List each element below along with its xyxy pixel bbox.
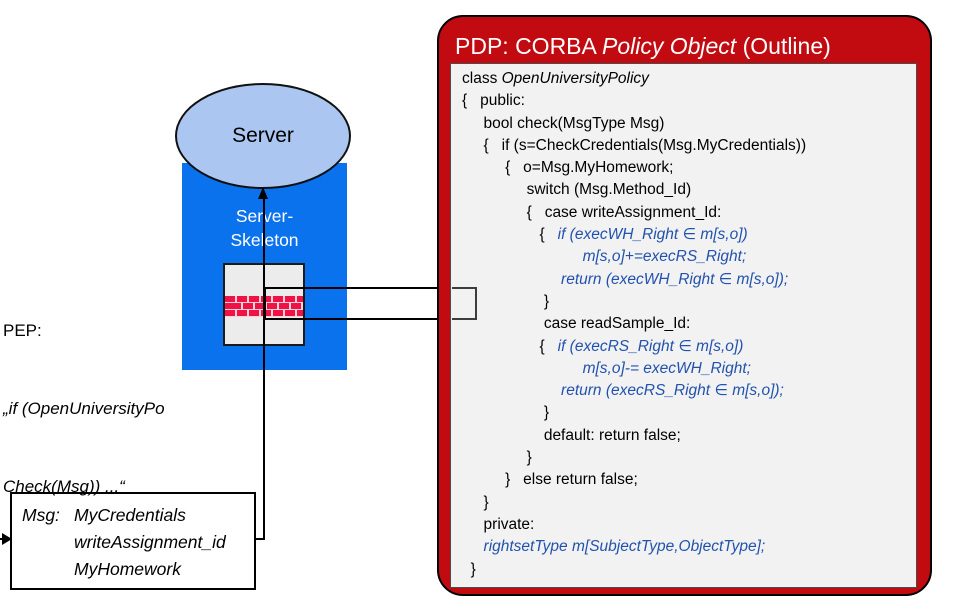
- pdp-title-post: (Outline): [736, 33, 831, 59]
- policy-code-panel: class OpenUniversityPolicy{ public: bool…: [450, 63, 917, 588]
- pep-quote-line2: Check(Msg)) ...“: [3, 477, 125, 496]
- msg-box: Msg: MyCredentials writeAssignment_id MyH…: [10, 492, 256, 590]
- msg-item-credentials: MyCredentials: [74, 505, 186, 525]
- pep-annotation: PEP: „if (OpenUniversityPolicy. Check(Ms…: [3, 266, 193, 552]
- pdp-title-italic: Policy Object: [601, 33, 737, 59]
- policy-code-block: class OpenUniversityPolicy{ public: bool…: [462, 70, 807, 578]
- connector-rect-stub: [452, 287, 477, 320]
- msg-item-method: writeAssignment_id: [74, 532, 226, 552]
- msg-label: Msg:: [22, 505, 60, 525]
- pep-quote-line1: „if (OpenUniversityPolicy.: [3, 399, 193, 418]
- arrowhead-up-icon: [258, 187, 268, 199]
- message-flow-elbow: [256, 538, 265, 540]
- pdp-title: PDP: CORBA Policy Object (Outline): [455, 31, 831, 61]
- pdp-title-pre: PDP: CORBA: [455, 33, 602, 59]
- server-ellipse: Server: [175, 83, 351, 189]
- pep-label: PEP:: [3, 321, 42, 340]
- msg-row: Msg: MyCredentials: [22, 502, 254, 529]
- message-flow-line: [263, 196, 265, 540]
- server-label: Server: [232, 124, 294, 147]
- msg-item-homework: MyHomework: [74, 559, 181, 579]
- arrowhead-right-icon: [2, 533, 12, 545]
- pdp-box: PDP: CORBA Policy Object (Outline) class…: [437, 15, 932, 596]
